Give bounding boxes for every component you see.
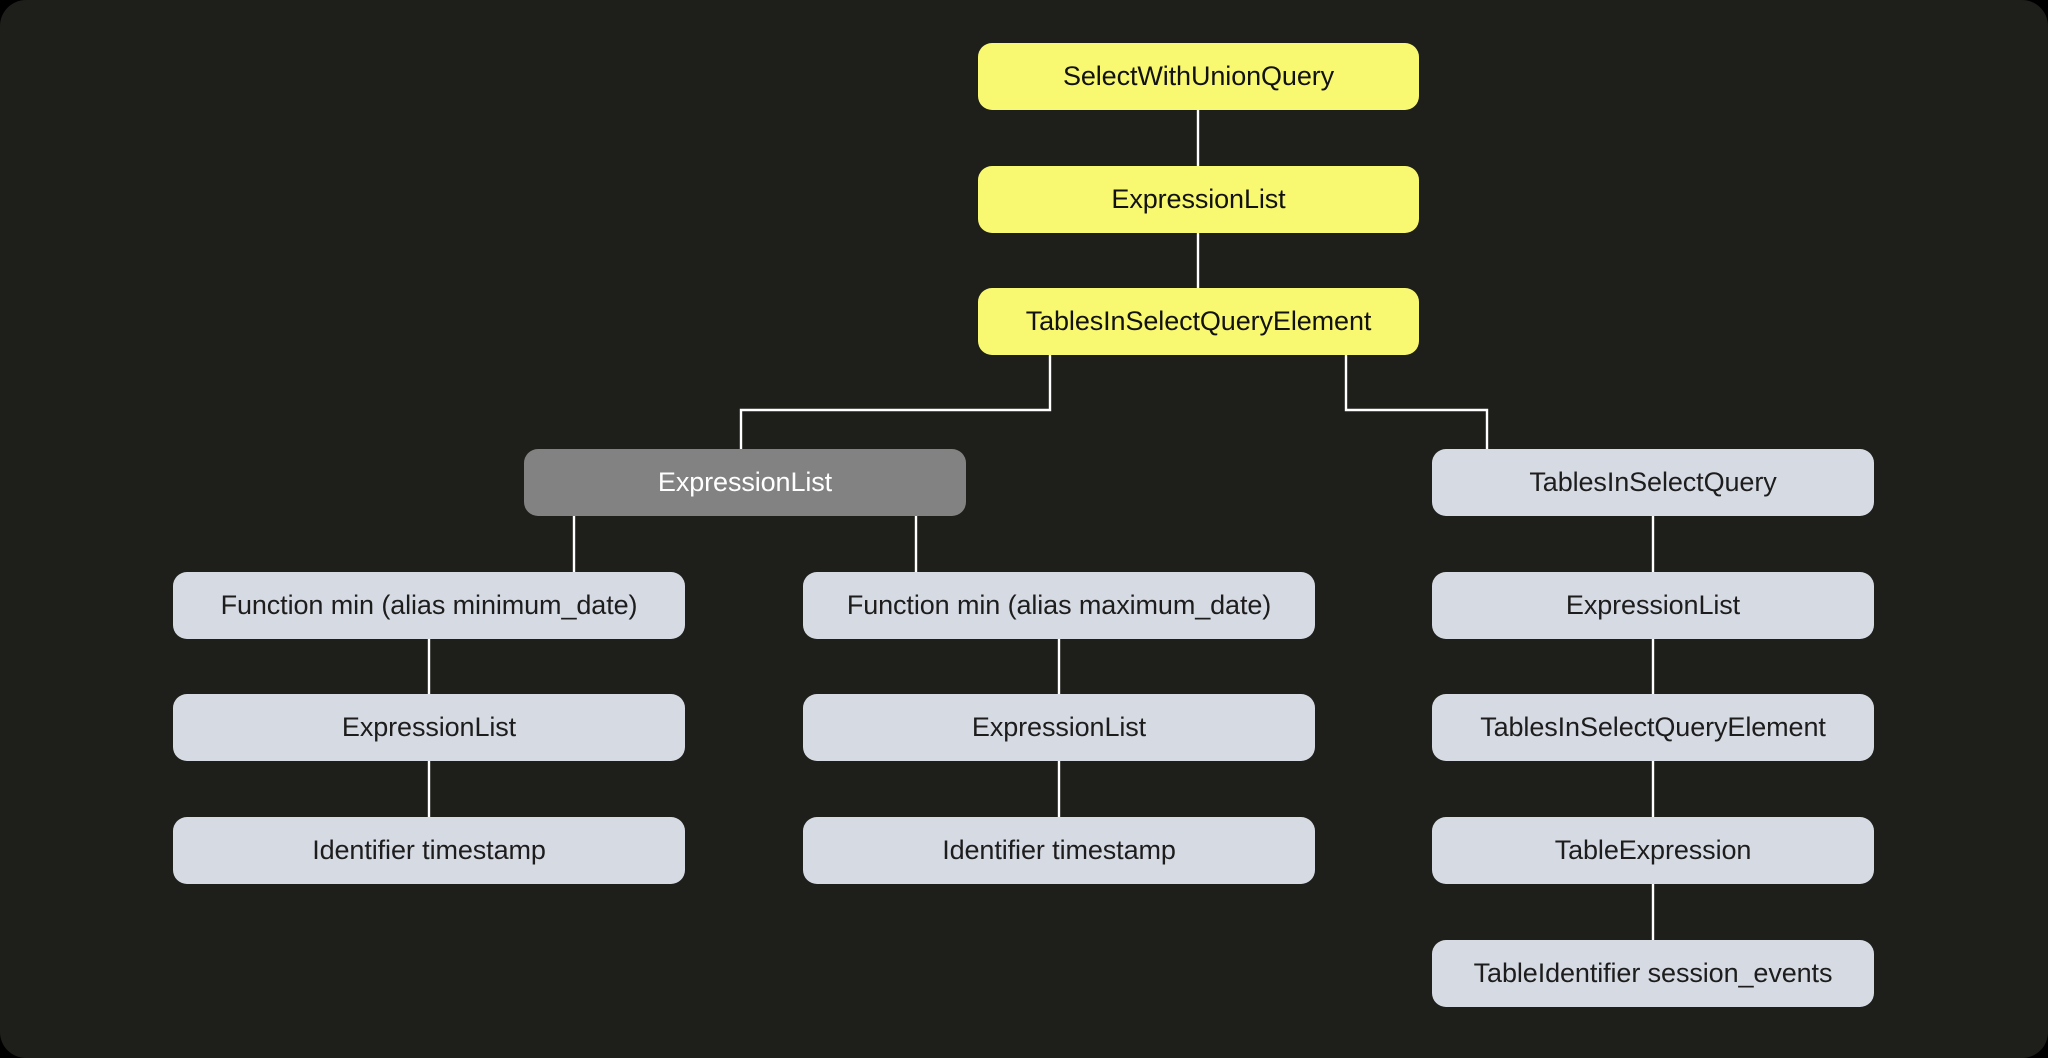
tree-node-n7[interactable]: Function min (alias maximum_date) [803, 572, 1315, 639]
tree-node-label: ExpressionList [341, 712, 517, 742]
tree-node-label: TableExpression [1554, 835, 1752, 865]
tree-node-label: ExpressionList [1565, 590, 1741, 620]
tree-node-n3[interactable]: TablesInSelectQueryElement [978, 288, 1419, 355]
tree-node-label: TablesInSelectQuery [1529, 467, 1777, 497]
tree-node-label: Identifier timestamp [312, 835, 546, 865]
tree-node-n13[interactable]: Identifier timestamp [803, 817, 1315, 884]
tree-node-label: ExpressionList [657, 467, 833, 497]
tree-node-n2[interactable]: ExpressionList [978, 166, 1419, 233]
tree-node-n10[interactable]: ExpressionList [803, 694, 1315, 761]
edge-n3-to-n5 [1344, 355, 1489, 449]
tree-node-n6[interactable]: Function min (alias minimum_date) [173, 572, 685, 639]
tree-node-label: TablesInSelectQueryElement [1480, 712, 1826, 742]
tree-node-label: TableIdentifier session_events [1473, 958, 1833, 988]
tree-node-n11[interactable]: TablesInSelectQueryElement [1432, 694, 1874, 761]
tree-node-label: SelectWithUnionQuery [1062, 61, 1335, 91]
tree-node-n14[interactable]: TableExpression [1432, 817, 1874, 884]
tree-node-n15[interactable]: TableIdentifier session_events [1432, 940, 1874, 1007]
tree-node-n4[interactable]: ExpressionList [524, 449, 966, 516]
tree-node-label: ExpressionList [971, 712, 1147, 742]
tree-node-n9[interactable]: ExpressionList [173, 694, 685, 761]
tree-node-n12[interactable]: Identifier timestamp [173, 817, 685, 884]
tree-node-n5[interactable]: TablesInSelectQuery [1432, 449, 1874, 516]
tree-node-label: Function min (alias minimum_date) [220, 590, 638, 620]
tree-node-n1[interactable]: SelectWithUnionQuery [978, 43, 1419, 110]
tree-node-n8[interactable]: ExpressionList [1432, 572, 1874, 639]
edge-n3-to-n4 [739, 355, 1052, 449]
tree-node-label: ExpressionList [1111, 184, 1286, 214]
tree-node-label: Function min (alias maximum_date) [846, 590, 1272, 620]
tree-node-label: TablesInSelectQueryElement [1025, 306, 1372, 336]
tree-node-label: Identifier timestamp [942, 835, 1176, 865]
